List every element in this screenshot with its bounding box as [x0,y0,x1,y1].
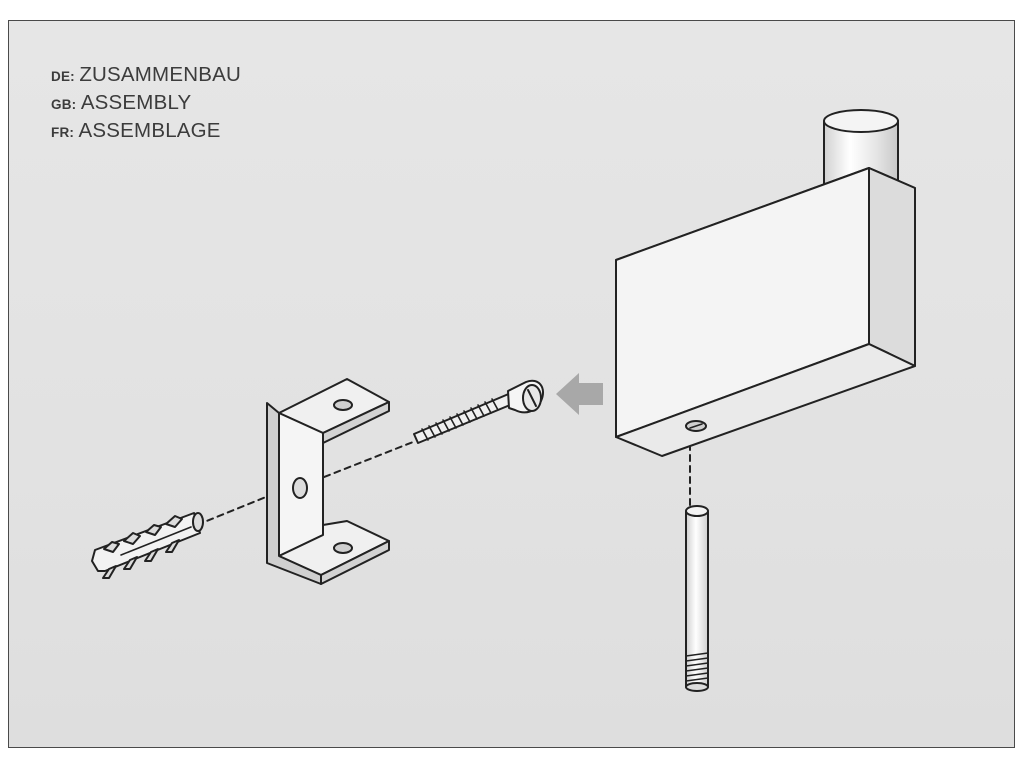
bracket-bottom-hole [333,542,353,554]
label-fr-code: FR: [51,125,75,140]
wall-plug-slot [120,526,192,556]
label-fr: FR: ASSEMBLAGE [51,117,241,145]
wall-plug-fin [102,565,117,579]
wall-plug-fin [144,548,159,562]
label-fr-text: ASSEMBLAGE [78,119,221,142]
wall-plug-body [91,512,201,572]
alignment-line-plug [186,485,294,530]
hinge-block-side [868,167,916,367]
screw-shank [413,392,516,444]
wall-plug-fin [103,541,120,553]
label-gb-code: GB: [51,97,77,112]
wall-plug-opening [192,512,204,532]
alignment-line-screw [313,441,414,482]
bracket-front-edge [266,402,322,585]
pin-bottom [685,682,709,692]
pin-top [685,505,709,517]
wall-plug-fin [165,515,183,528]
bracket-top-hole [333,399,353,411]
wall-plug-fin [123,532,141,545]
pin-thread [685,652,709,682]
label-gb-text: ASSEMBLY [80,91,192,114]
wall-plug [91,512,204,579]
wall-plug-fin [165,539,180,553]
assembly-illustration [91,109,916,692]
screw-slot [527,389,537,407]
mounting-bracket [266,378,390,585]
wall-plug-fin [123,556,138,570]
screw-thread [421,398,499,441]
assembly-panel: DE: ZUSAMMENBAU GB: ASSEMBLY FR: ASSEMBL… [8,20,1015,748]
pin [685,505,709,692]
language-labels: DE: ZUSAMMENBAU GB: ASSEMBLY FR: ASSEMBL… [51,61,241,145]
hinge-pin-hole-slot [689,423,703,429]
bracket-back-hole [292,477,308,499]
label-de-text: ZUSAMMENBAU [79,63,241,86]
wall-plug-fin [145,524,162,536]
label-de: DE: ZUSAMMENBAU [51,61,241,89]
hinge-block [615,109,916,457]
label-de-code: DE: [51,69,75,84]
hinge-cylinder-top [823,109,899,133]
label-gb: GB: ASSEMBLY [51,89,241,117]
alignment-lines [186,432,691,530]
direction-arrow [556,373,603,415]
screw [413,379,545,444]
